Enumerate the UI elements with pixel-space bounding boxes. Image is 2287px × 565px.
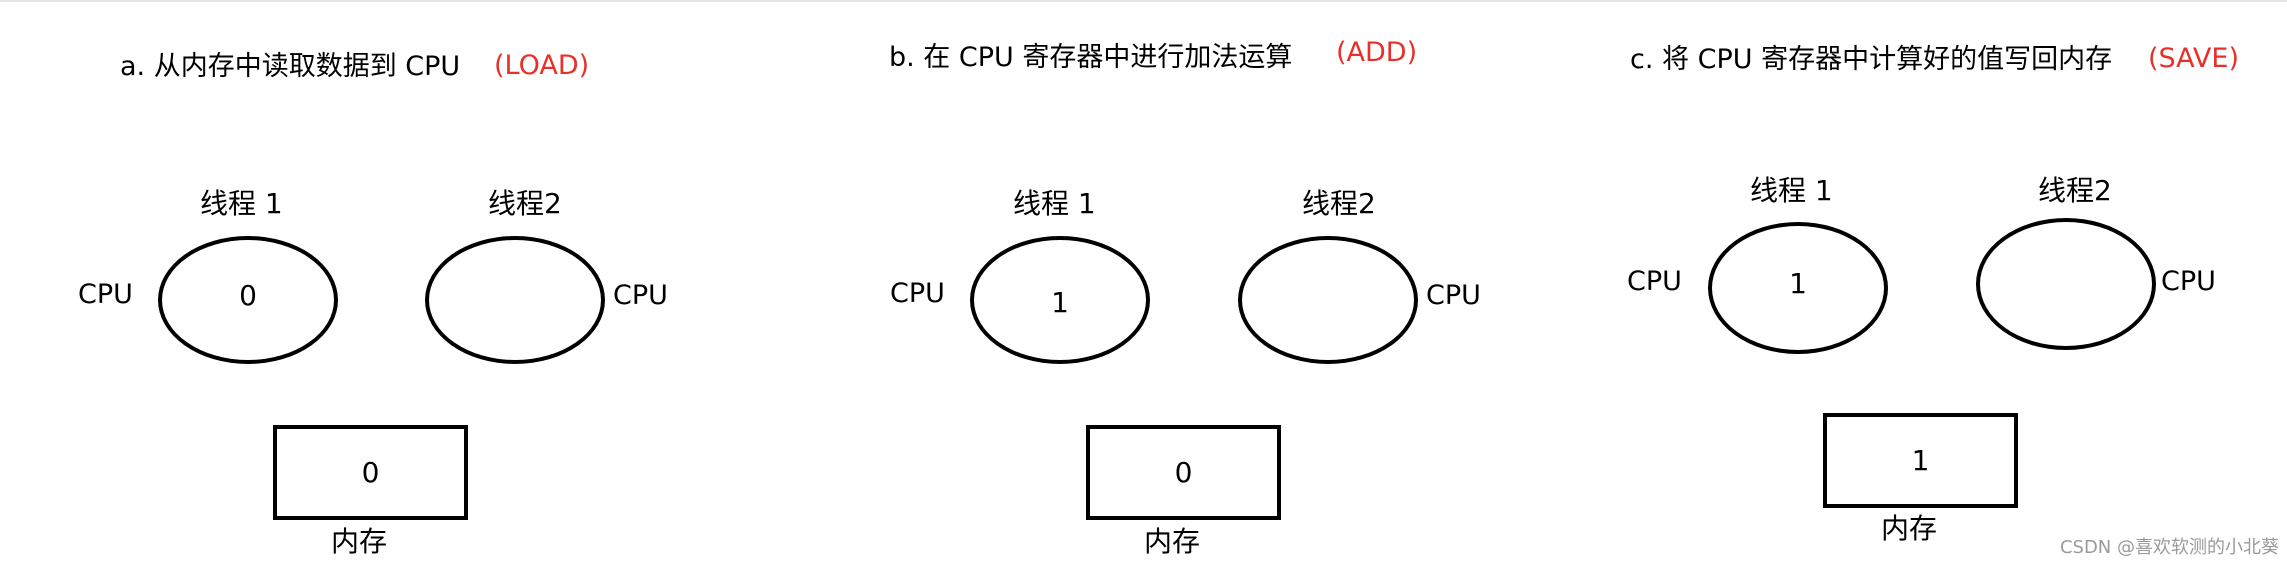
- cpu-left-label: CPU: [1627, 266, 1682, 297]
- thread2-register: [425, 236, 605, 364]
- thread1-register: 0: [158, 236, 338, 364]
- step-tag: (SAVE): [2148, 43, 2239, 74]
- memory-box: 0: [1086, 425, 1281, 520]
- thread2-register: [1238, 236, 1418, 364]
- thread1-register: 1: [970, 236, 1150, 364]
- step-tag: (ADD): [1336, 37, 1418, 68]
- memory-box: 1: [1823, 413, 2018, 508]
- top-divider: [0, 0, 2287, 2]
- thread2-label: 线程2: [2038, 174, 2112, 207]
- thread1-label: 线程 1: [200, 187, 283, 220]
- memory-value: 0: [1174, 455, 1193, 489]
- panel-load: a. 从内存中读取数据到 CPU (LOAD) 线程 1 线程2 CPU 0 C…: [0, 0, 762, 565]
- panel-add: b. 在 CPU 寄存器中进行加法运算 (ADD) 线程 1 线程2 CPU 1…: [762, 0, 1524, 565]
- panel-save: c. 将 CPU 寄存器中计算好的值写回内存 (SAVE) 线程 1 线程2 C…: [1524, 0, 2286, 565]
- step-title: a. 从内存中读取数据到 CPU: [120, 51, 461, 82]
- cpu-left-label: CPU: [78, 279, 133, 310]
- thread2-register: [1976, 218, 2156, 350]
- step-title: c. 将 CPU 寄存器中计算好的值写回内存: [1630, 44, 2113, 75]
- cpu-right-label: CPU: [1426, 280, 1481, 311]
- thread2-label: 线程2: [1302, 187, 1376, 220]
- thread1-label: 线程 1: [1013, 187, 1096, 220]
- memory-value: 1: [1911, 443, 1930, 477]
- memory-label: 内存: [1144, 525, 1201, 558]
- step-title: b. 在 CPU 寄存器中进行加法运算: [889, 42, 1293, 73]
- memory-label: 内存: [1881, 512, 1938, 545]
- cpu-right-label: CPU: [613, 280, 668, 311]
- memory-box: 0: [273, 425, 468, 520]
- thread1-value: 1: [1051, 286, 1069, 319]
- thread2-label: 线程2: [488, 187, 562, 220]
- thread1-value: 1: [1789, 267, 1807, 300]
- cpu-left-label: CPU: [890, 278, 945, 309]
- thread1-value: 0: [239, 279, 257, 312]
- memory-value: 0: [361, 455, 380, 489]
- thread1-label: 线程 1: [1750, 174, 1833, 207]
- thread1-register: 1: [1708, 222, 1888, 354]
- step-tag: (LOAD): [494, 50, 590, 81]
- memory-label: 内存: [331, 525, 388, 558]
- cpu-right-label: CPU: [2161, 266, 2216, 297]
- watermark-text: CSDN @喜欢软测的小北葵: [2059, 537, 2279, 558]
